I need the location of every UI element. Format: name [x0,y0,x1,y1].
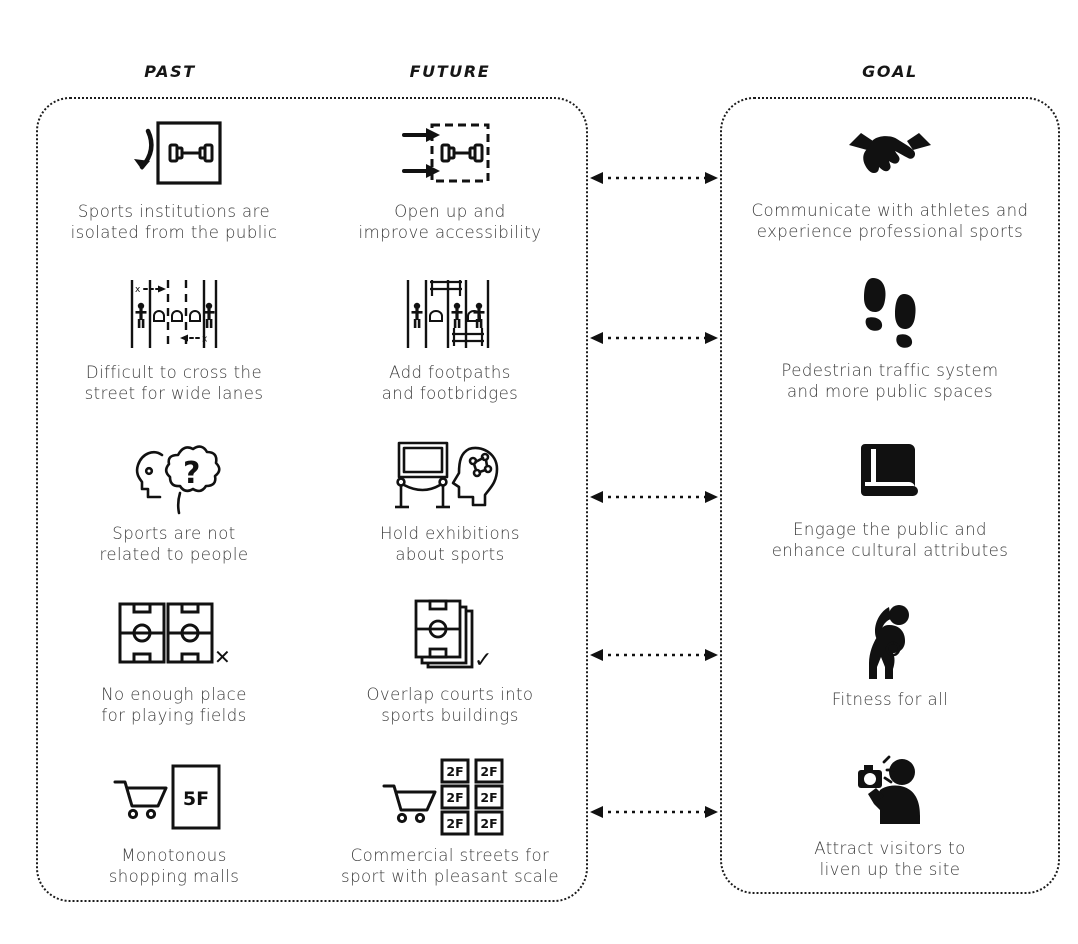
cell-past-4: ✕ No enough place for playing fields [39,594,309,727]
cell-goal-1: Communicate with athletes and experience… [725,110,1055,243]
cross-mark: ✕ [214,645,231,669]
head-with-question-thought-bubble-icon: ? [118,433,230,517]
two-pitches-with-cross-icon: ✕ [114,594,234,678]
caption-past-3: Sports are not related to people [99,524,249,564]
floor-label-2f: 2F [446,790,463,805]
column-header-goal: GOAL [862,62,918,81]
floor-label-5f: 5F [183,788,209,810]
dumbbell-in-closed-box-with-bouncing-arrow-icon [114,111,234,195]
caption-future-4: Overlap courts into sports buildings [366,685,534,725]
floor-label-2f: 2F [480,816,497,831]
exhibition-display-and-head-with-ideas-icon [391,433,509,517]
stacked-pitches-with-check-icon: ✓ [390,594,510,678]
exercising-person-icon [859,599,921,683]
footprints-icon [855,270,925,354]
caption-goal-3: Engage the public and enhance cultural a… [771,520,1009,561]
handshake-icon [847,110,933,194]
svg-text:x: x [135,285,141,295]
shopping-cart-with-two-floor-grid-icon: 2F 2F 2F 2F 2F 2F [380,755,520,839]
shopping-cart-with-five-floor-block-icon: 5F [109,755,239,839]
goal-rows: Communicate with athletes and experience… [720,97,1060,894]
goal-row-4: Fitness for all [720,575,1060,734]
row-5: 5F Monotonous shopping malls [36,741,588,902]
row-1: Sports institutions are isolated from th… [36,97,588,258]
caption-past-1: Sports institutions are isolated from th… [70,202,278,242]
visitor-taking-photo-icon [850,748,930,832]
dumbbell-in-dashed-box-with-entering-arrows-icon [390,111,510,195]
cell-goal-2: Pedestrian traffic system and more publi… [725,270,1055,403]
svg-text:x: x [202,335,208,345]
floor-label-2f: 2F [446,816,463,831]
goal-row-1: Communicate with athletes and experience… [720,97,1060,256]
cell-past-2: x x Difficult to cross the street for wi… [39,272,309,405]
cell-goal-3: Engage the public and enhance cultural a… [725,429,1055,562]
cell-goal-5: Attract visitors to liven up the site [725,748,1055,881]
goal-row-3: Engage the public and enhance cultural a… [720,416,1060,575]
caption-goal-1: Communicate with athletes and experience… [751,201,1029,242]
row-4: ✕ No enough place for playing fields [36,580,588,741]
cell-past-3: ? Sports are not related to people [39,433,309,566]
cell-past-1: Sports institutions are isolated from th… [39,111,309,244]
panel-past-future [36,97,588,902]
column-header-past: PAST [144,62,196,81]
cell-goal-4: Fitness for all [725,599,1055,711]
caption-goal-5: Attract visitors to liven up the site [814,839,966,879]
cell-future-3: Hold exhibitions about sports [315,433,585,566]
column-headers: PAST FUTURE GOAL [0,0,1078,92]
caption-past-4: No enough place for playing fields [101,685,247,725]
book-icon [859,429,921,513]
row-2: x x Difficult to cross the street for wi… [36,258,588,419]
goal-row-2: Pedestrian traffic system and more publi… [720,256,1060,415]
column-header-future: FUTURE [409,62,491,81]
caption-goal-4: Fitness for all [831,690,949,710]
row-3: ? Sports are not related to people [36,419,588,580]
cell-future-1: Open up and improve accessibility [315,111,585,244]
caption-future-2: Add footpaths and footbridges [381,363,519,403]
caption-past-2: Difficult to cross the street for wide l… [84,363,264,403]
caption-goal-2: Pedestrian traffic system and more publi… [781,360,999,401]
goal-row-5: Attract visitors to liven up the site [720,735,1060,894]
cell-future-5: 2F 2F 2F 2F 2F 2F Commercial streets for… [315,755,585,888]
cell-future-2: Add footpaths and footbridges [315,272,585,405]
caption-future-5: Commercial streets for sport with pleasa… [341,846,559,886]
past-future-rows: Sports institutions are isolated from th… [36,97,588,902]
wide-road-with-blocked-crossing-icon: x x [122,272,226,356]
floor-label-2f: 2F [480,764,497,779]
cell-future-4: ✓ Overlap courts into sports buildings [315,594,585,727]
check-mark: ✓ [474,648,492,673]
panel-goal [720,97,1060,894]
svg-text:?: ? [183,456,200,491]
floor-label-2f: 2F [446,764,463,779]
caption-future-3: Hold exhibitions about sports [380,524,520,564]
floor-label-2f: 2F [480,790,497,805]
caption-future-1: Open up and improve accessibility [358,202,542,242]
road-with-footbridges-icon [398,272,502,356]
caption-past-5: Monotonous shopping malls [108,846,240,886]
cell-past-5: 5F Monotonous shopping malls [39,755,309,888]
